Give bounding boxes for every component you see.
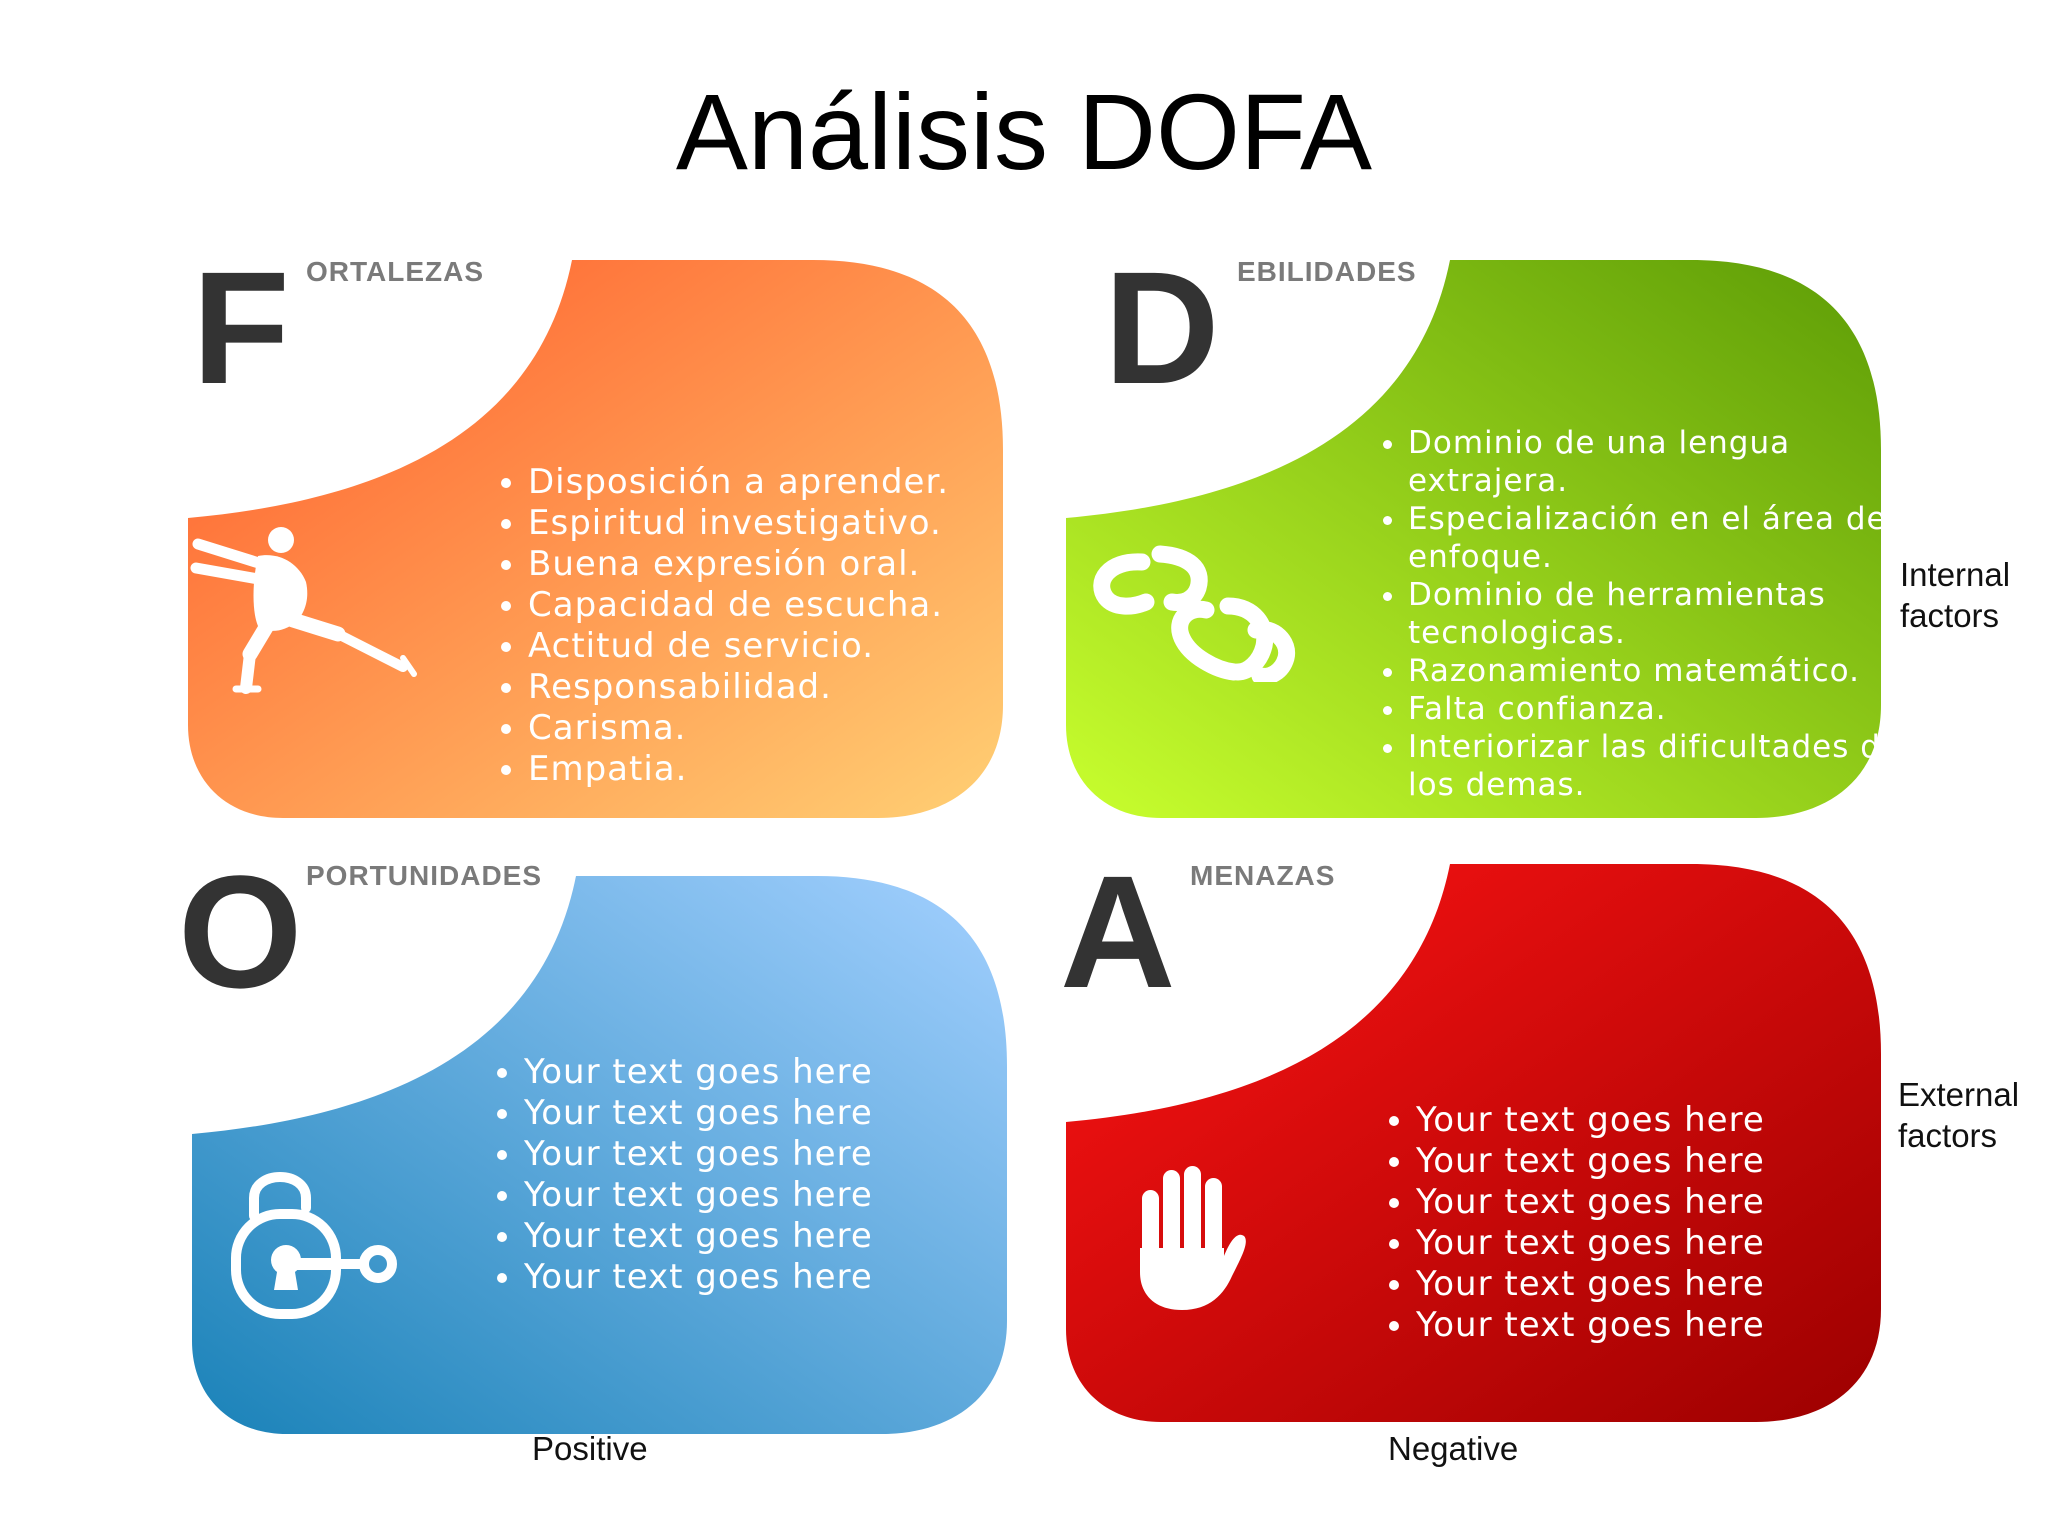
internal-factors-label: Internal factors xyxy=(1900,554,2010,636)
fortalezas-item: Capacidad de escucha. xyxy=(528,585,1028,626)
quadrant-debilidades: Dominio de una lengua extrajera.Especial… xyxy=(1066,260,1900,820)
fortalezas-item: Carisma. xyxy=(528,708,1028,749)
amenazas-item: Your text goes here xyxy=(1416,1223,1916,1264)
oportunidades-item: Your text goes here xyxy=(524,1134,1024,1175)
fortalezas-item: Buena expresión oral. xyxy=(528,544,1028,585)
oportunidades-shape xyxy=(192,876,1007,1434)
letter-f: F xyxy=(192,238,290,417)
quadrant-oportunidades: Your text goes hereYour text goes hereYo… xyxy=(192,876,1007,1436)
amenazas-item: Your text goes here xyxy=(1416,1141,1916,1182)
fortalezas-list: Disposición a aprender.Espiritud investi… xyxy=(486,462,1028,790)
letter-d: D xyxy=(1104,238,1220,417)
amenazas-list: Your text goes hereYour text goes hereYo… xyxy=(1374,1100,1916,1346)
amenazas-shape xyxy=(1066,864,1881,1422)
amenazas-item: Your text goes here xyxy=(1416,1264,1916,1305)
oportunidades-item: Your text goes here xyxy=(524,1052,1024,1093)
debilidades-list: Dominio de una lengua extrajera.Especial… xyxy=(1366,424,1908,804)
oportunidades-item: Your text goes here xyxy=(524,1175,1024,1216)
letter-o: O xyxy=(178,842,303,1021)
external-factors-label: External factors xyxy=(1898,1074,2019,1156)
fortalezas-item: Espiritud investigativo. xyxy=(528,503,1028,544)
external-label-line-1: External xyxy=(1898,1076,2020,1113)
negative-label: Negative xyxy=(1388,1430,1519,1467)
internal-label-line-2: factors xyxy=(1900,597,2000,634)
oportunidades-list: Your text goes hereYour text goes hereYo… xyxy=(482,1052,1024,1298)
debilidades-item: Razonamiento matemático. xyxy=(1408,652,1908,690)
fortalezas-item: Actitud de servicio. xyxy=(528,626,1028,667)
fortalezas-item: Responsabilidad. xyxy=(528,667,1028,708)
fortalezas-item: Disposición a aprender. xyxy=(528,462,1028,503)
debilidades-item: Dominio de una lengua extrajera. xyxy=(1408,424,1908,500)
oportunidades-item: Your text goes here xyxy=(524,1093,1024,1134)
amenazas-item: Your text goes here xyxy=(1416,1305,1916,1346)
positive-label: Positive xyxy=(532,1430,648,1467)
word-ortalezas: ORTALEZAS xyxy=(306,256,485,287)
broken-chain-icon xyxy=(1078,542,1308,685)
external-label-line-2: factors xyxy=(1898,1117,1998,1154)
amenazas-item: Your text goes here xyxy=(1416,1100,1916,1141)
word-portunidades: PORTUNIDADES xyxy=(306,860,543,891)
debilidades-item: Especialización en el área de enfoque. xyxy=(1408,500,1908,576)
internal-label-line-1: Internal xyxy=(1900,556,2011,593)
debilidades-item: Dominio de herramientas tecnologicas. xyxy=(1408,576,1908,652)
letter-a: A xyxy=(1060,842,1176,1021)
oportunidades-item: Your text goes here xyxy=(524,1216,1024,1257)
unlocked-padlock-icon xyxy=(230,1156,400,1326)
page-title: Análisis DOFA xyxy=(675,71,1373,192)
oportunidades-item: Your text goes here xyxy=(524,1257,1024,1298)
debilidades-item: Falta confianza. xyxy=(1408,690,1908,728)
stop-hand-icon xyxy=(1128,1164,1248,1314)
word-menazas: MENAZAS xyxy=(1190,860,1336,891)
fortalezas-item: Empatia. xyxy=(528,749,1028,790)
pushing-man-icon xyxy=(188,522,428,694)
word-ebilidades: EBILIDADES xyxy=(1237,256,1417,287)
debilidades-item: Interiorizar las dificultades de los dem… xyxy=(1408,728,1908,804)
quadrant-fortalezas: Disposición a aprender.Espiritud investi… xyxy=(188,260,1003,820)
amenazas-item: Your text goes here xyxy=(1416,1182,1916,1223)
fortalezas-shape xyxy=(188,260,1003,818)
quadrant-amenazas: Your text goes hereYour text goes hereYo… xyxy=(1066,864,1881,1424)
